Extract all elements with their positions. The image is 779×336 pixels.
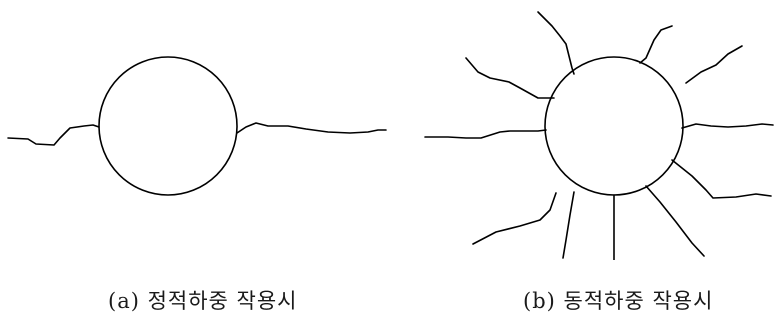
crack-diagram [7, 11, 774, 260]
panel-a-diagram [7, 56, 387, 196]
panel-b-crack-top-left-1 [537, 11, 575, 75]
panel-a-crack-left [7, 124, 100, 146]
caption-static-load: (a) 정적하중 작용시 [108, 289, 298, 313]
panel-b-crack-bottom-left-1 [472, 192, 557, 245]
panel-b-diagram [424, 11, 774, 260]
panel-b-crack-left [424, 129, 547, 139]
panel-a-hole [98, 56, 238, 196]
panel-b-crack-top-right-2 [685, 45, 743, 84]
panel-b-hole [544, 56, 684, 196]
panel-b-crack-bottom-right-2 [671, 159, 772, 199]
panel-b-crack-top-left-2 [465, 57, 555, 99]
panel-b-crack-bottom-right-1 [645, 185, 705, 257]
panel-b-crack-bottom-left-2 [562, 191, 575, 259]
panel-b-crack-top-right-1 [639, 25, 673, 64]
panel-b-crack-right [681, 123, 774, 129]
caption-dynamic-load: (b) 동적하중 작용시 [523, 289, 714, 313]
panel-a-crack-right [236, 122, 387, 134]
